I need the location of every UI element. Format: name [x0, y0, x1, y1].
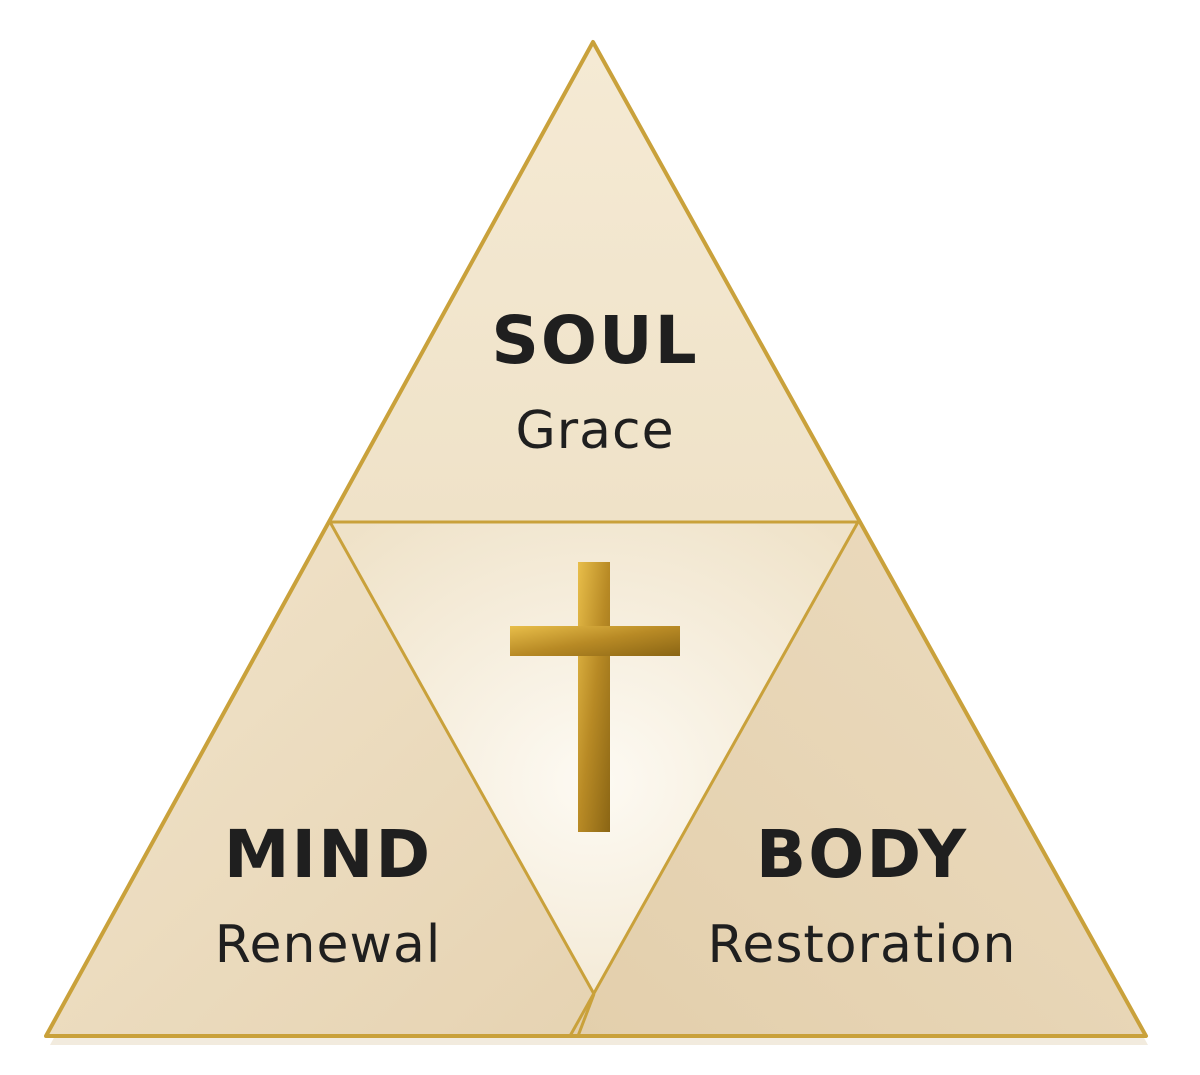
soul-section: [330, 42, 858, 522]
soul-subtitle: Grace: [515, 401, 675, 461]
mind-subtitle: Renewal: [214, 915, 442, 975]
soul-title: SOUL: [491, 302, 699, 379]
outer-triangle-border: [44, 40, 1148, 1038]
inner-lines: [328, 520, 860, 1037]
mind-section: [46, 522, 594, 1036]
body-subtitle: Restoration: [707, 915, 1017, 975]
cross-icon: [510, 562, 680, 832]
body-title: BODY: [755, 816, 969, 893]
body-section: [570, 522, 1146, 1036]
mind-title: MIND: [223, 816, 433, 893]
